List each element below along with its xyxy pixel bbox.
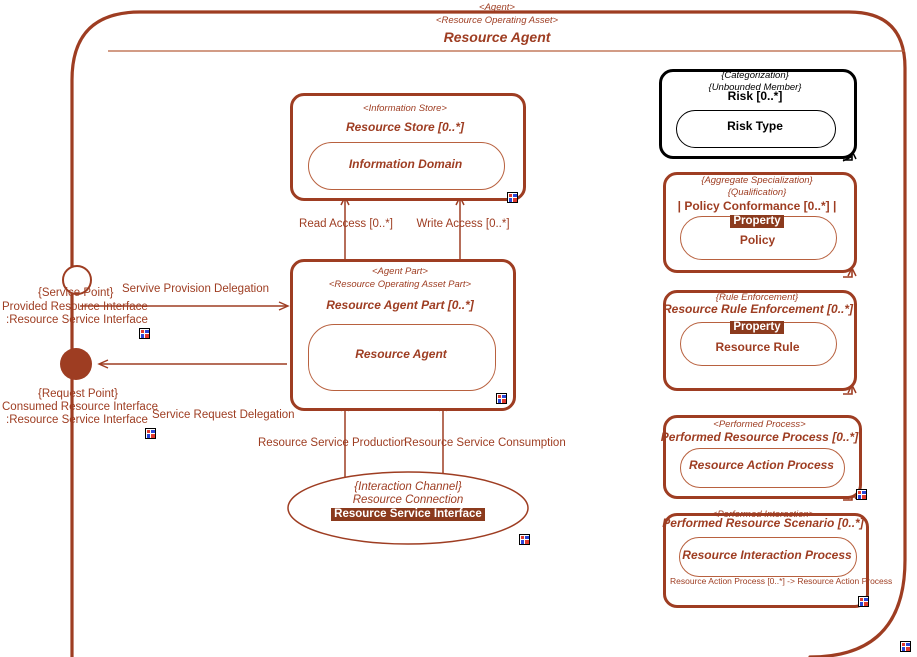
policy-conformance-stereotype-2: {Qualification} <box>727 187 787 198</box>
node-risk-type[interactable] <box>676 110 836 148</box>
policy-elbow <box>843 266 857 278</box>
request-point-line-2: :Resource Service Interface <box>6 414 148 426</box>
risk-type-label: Risk Type <box>727 119 783 133</box>
ref-marker-icon <box>858 596 869 607</box>
ref-marker-icon <box>900 641 911 652</box>
diagram-stereotype-1: <Agent> <box>479 2 515 13</box>
node-information-domain[interactable] <box>308 142 505 190</box>
resource-rule-enforcement-stereotype-1: {Rule Enforcement} <box>715 292 799 303</box>
service-point-line-1: Provided Resource Interface <box>2 301 148 313</box>
risk-stereotype-1: {Categorization} <box>721 70 789 81</box>
policy-label: Policy <box>739 233 776 247</box>
diagram-stereotype-2: <Resource Operating Asset> <box>435 15 559 26</box>
ref-marker-icon <box>145 428 156 439</box>
resource-agent-part-stereotype-2: <Resource Operating Asset Part> <box>328 279 472 290</box>
node-resource-action-process[interactable] <box>680 448 845 488</box>
ref-marker-icon <box>856 489 867 500</box>
rule-elbow <box>843 383 857 395</box>
node-resource-agent[interactable] <box>308 324 496 391</box>
risk-stereotype-2: {Unbounded Member} <box>708 82 802 93</box>
policy-conformance-tag: Property <box>730 215 784 228</box>
performed-resource-scenario-stereotype: <Performed Interaction> <box>711 509 815 520</box>
resource-action-process-label: Resource Action Process <box>689 458 834 472</box>
resource-interaction-process-label: Resource Interaction Process <box>682 548 852 562</box>
resource-agent-part-name: Resource Agent Part [0..*] <box>326 298 474 312</box>
node-resource-interaction-process[interactable] <box>679 537 857 577</box>
port-request-point-ball[interactable] <box>60 348 92 380</box>
performed-resource-process-name: Performed Resource Process [0..*] <box>660 430 859 444</box>
ref-marker-icon <box>519 534 530 545</box>
performed-resource-scenario-note: Resource Action Process [0..*] -> Resour… <box>670 576 893 586</box>
ref-marker-icon <box>496 393 507 404</box>
risk-name: Risk [0..*] <box>727 89 783 103</box>
ref-marker-icon <box>507 192 518 203</box>
interaction-channel-interface: Resource Service Interface <box>331 508 485 521</box>
resource-store-name: Resource Store [0..*] <box>345 120 465 134</box>
edge-label-provision-delegation: Servive Provision Delegation <box>122 283 270 295</box>
edge-label-write-access: Write Access [0..*] <box>416 218 510 230</box>
request-point-line-1: Consumed Resource Interface <box>2 401 158 413</box>
interaction-channel-stereotype: {Interaction Channel} <box>354 481 462 493</box>
resource-store-stereotype: <Information Store> <box>363 103 447 114</box>
interaction-channel-name: Resource Connection <box>352 494 464 506</box>
resource-rule-tag-wrap: Property <box>663 321 851 334</box>
information-domain-label: Information Domain <box>348 157 463 171</box>
policy-conformance-tag-wrap: Property <box>663 215 851 228</box>
edge-label-service-production: Resource Service Production <box>258 437 407 449</box>
service-point-line-2: :Resource Service Interface <box>6 314 148 326</box>
interaction-channel-interface-wrap: Resource Service Interface <box>308 508 508 521</box>
policy-conformance-name: | Policy Conformance [0..*] | <box>677 199 837 213</box>
performed-resource-scenario-name: Performed Resource Scenario [0..*] <box>662 516 864 530</box>
resource-rule-tag: Property <box>730 321 784 334</box>
resource-rule-label: Resource Rule <box>715 340 800 354</box>
resource-agent-label: Resource Agent <box>355 347 447 361</box>
resource-agent-part-stereotype-1: <Agent Part> <box>372 266 428 277</box>
page-title: Resource Agent <box>443 29 551 45</box>
port-service-point-socket[interactable] <box>62 265 92 295</box>
performed-resource-process-stereotype: <Performed Process> <box>713 419 806 430</box>
resource-rule-enforcement-name: Resource Rule Enforcement [0..*] <box>663 302 854 316</box>
edge-label-read-access: Read Access [0..*] <box>299 218 393 230</box>
outer-frame <box>70 10 907 657</box>
service-point-stereotype: {Service Point} <box>38 287 114 299</box>
edge-label-service-consumption: Resource Service Consumption <box>404 437 566 449</box>
ref-marker-icon <box>139 328 150 339</box>
edge-label-request-delegation: Service Request Delegation <box>152 409 295 421</box>
request-point-stereotype: {Request Point} <box>38 388 118 400</box>
policy-conformance-stereotype-1: {Aggregate Specialization} <box>701 175 813 186</box>
